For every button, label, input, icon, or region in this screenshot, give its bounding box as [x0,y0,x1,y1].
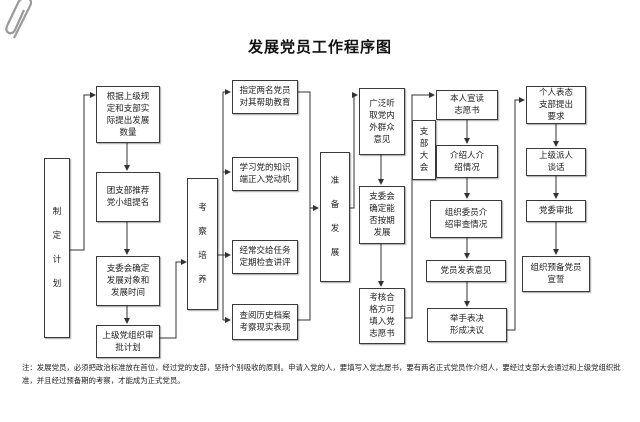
node-superior-talk: 上级派人 谈话 [526,148,586,176]
node-read-application: 本人宣读 志愿书 [436,90,498,120]
node-inspect-train: 考 察 培 养 [187,178,218,310]
paperclip-icon [5,0,33,39]
node-review-report: 组织委员介 绍审查情况 [430,200,502,238]
node-study-knowledge: 学习党的知识 端正入党动机 [232,157,298,191]
node-branch-meeting: 支 部 大 会 [412,120,436,180]
node-assign-tasks: 经常交给任务 定期检查讲评 [232,240,298,274]
node-members-opinion: 党员发表意见 [426,260,506,282]
node-vote-resolution: 举手表决 形成决议 [427,308,507,342]
node-propose-quota: 根据上级规 定和支部实 际提出发展 数量 [96,86,160,143]
node-committee-confirm: 支委会确定 发展对象和 发展时间 [96,256,160,306]
node-oath: 组织预备党员 宣誓 [522,256,590,292]
node-approve-plan: 上级党组织审 批计划 [96,325,160,358]
node-committee-decide: 支委会 确定能 否按期 发展 [359,186,405,244]
node-review-archives: 查阅历史档案 考察现实表现 [232,304,298,340]
node-make-plan: 制 定 计 划 [44,158,70,338]
node-party-approval: 党委审批 [526,200,586,222]
node-sponsor-intro: 介绍人介 绍情况 [436,145,498,178]
diagram-title: 发展党员工作程序图 [247,38,392,56]
node-league-recommend: 团支部推荐 党小组提名 [96,172,160,222]
node-fill-application: 考核合 格方可 填入党 志愿书 [359,288,405,344]
footnote: 注：发展党员，必须把政治标准放在首位，经过党的支部，坚持个别吸收的原则。申请入党… [22,363,621,385]
node-personal-statement: 个人表态 支部提出 要求 [526,86,586,124]
node-assign-mentors: 指定两名党员 对其帮助教育 [232,80,298,114]
node-prepare-develop: 准 备 发 展 [320,152,350,282]
node-gather-opinions: 广泛听 取党内 外群众 意见 [359,88,405,155]
